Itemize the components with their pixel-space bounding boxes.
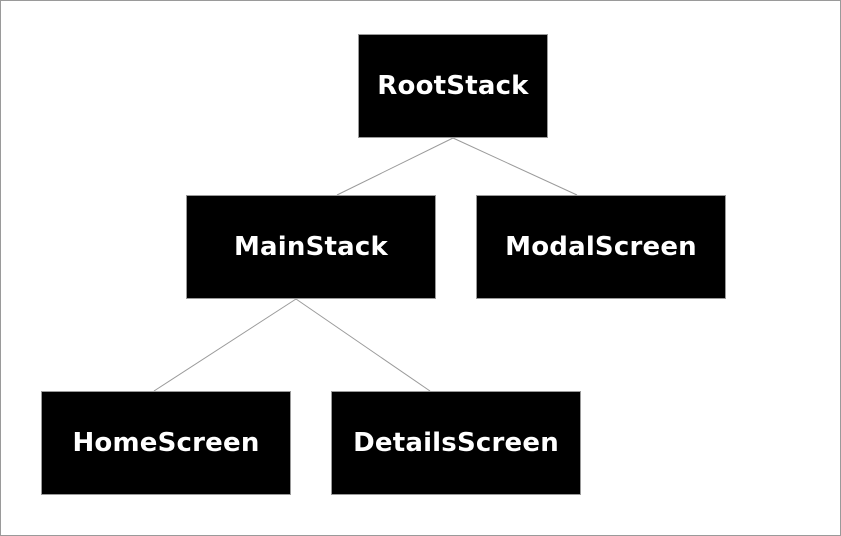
edge-main-details (295, 298, 431, 392)
edge-root-modal (452, 137, 578, 196)
node-label-root-stack: RootStack (377, 71, 529, 101)
node-main-stack[interactable]: MainStack (186, 195, 436, 299)
node-modal-screen[interactable]: ModalScreen (476, 195, 726, 299)
node-details-screen[interactable]: DetailsScreen (331, 391, 581, 495)
node-label-main-stack: MainStack (233, 232, 389, 262)
edge-main-home (153, 298, 297, 392)
edge-root-main (336, 137, 454, 196)
node-label-details-screen: DetailsScreen (353, 428, 559, 458)
node-root-stack[interactable]: RootStack (358, 34, 548, 138)
node-home-screen[interactable]: HomeScreen (41, 391, 291, 495)
node-label-modal-screen: ModalScreen (505, 232, 697, 262)
node-label-home-screen: HomeScreen (72, 428, 260, 458)
